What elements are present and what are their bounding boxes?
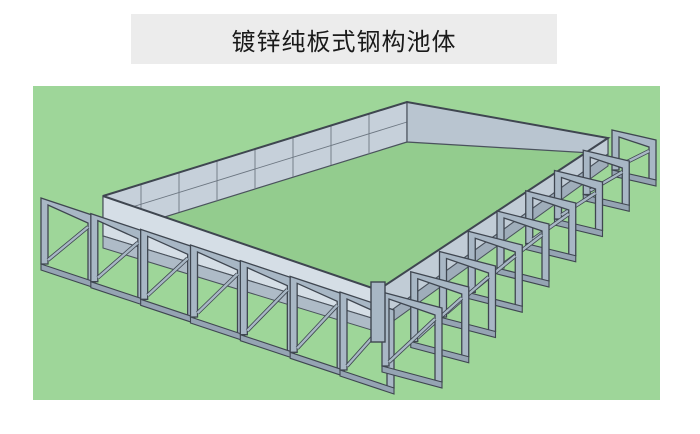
- pool-illustration: [33, 86, 660, 400]
- support-frame-right: [553, 169, 604, 238]
- support-frames-right: [381, 129, 657, 389]
- page-title: 镀锌纯板式钢构池体: [231, 27, 457, 56]
- support-frame-left: [40, 197, 96, 289]
- title-bar: 镀锌纯板式钢构池体: [131, 14, 557, 64]
- steel-pool-diagram: [33, 86, 660, 400]
- support-frame-left: [189, 244, 246, 342]
- support-frames-left: [40, 197, 395, 395]
- top-rim: [102, 100, 611, 292]
- pool-floor: [103, 102, 608, 290]
- support-frame-left: [339, 291, 395, 395]
- support-frame-left: [289, 275, 345, 378]
- support-frame-right: [381, 291, 443, 389]
- support-frame-left: [140, 228, 196, 325]
- corner-post: [370, 281, 386, 343]
